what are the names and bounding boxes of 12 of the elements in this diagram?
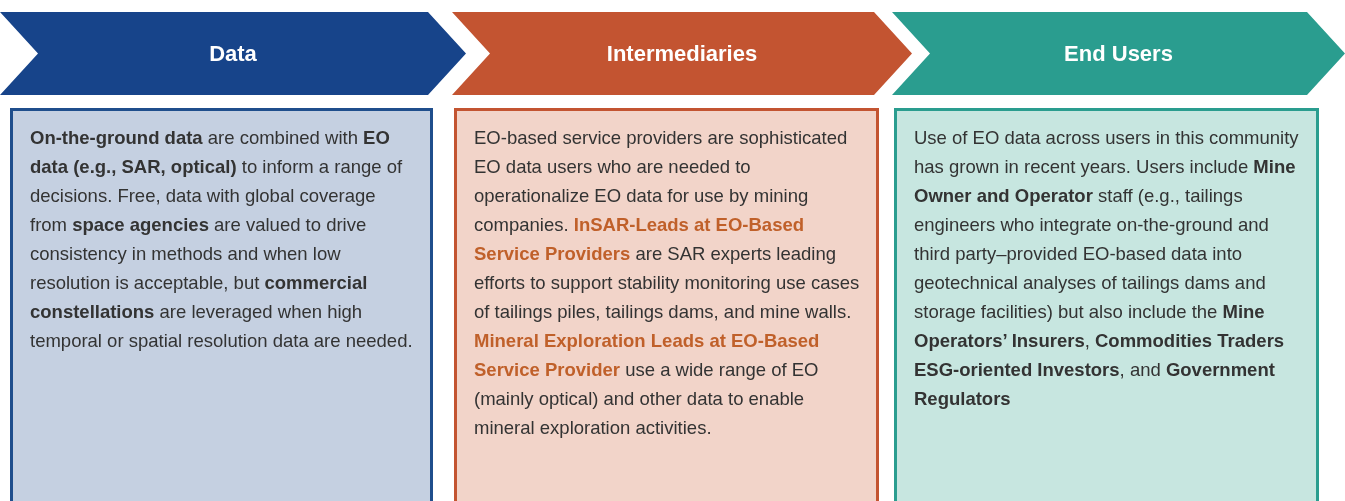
- banner-title: Data: [209, 40, 257, 67]
- text-panel: [10, 108, 433, 501]
- chevron-banner: [452, 12, 912, 95]
- description-text: Use of EO data across users in this community has grown in recent years. Users include Mine Owner and Operator staff (e.g., tailings engineers who integrate on-the-ground and third party–provided EO-based data into geotechnical analyses of tailings dams and storage facilities) but also include the Mine Operators’ Insurers, Commodities Traders ESG-oriented Investors, and Government Regulators: [914, 126, 1300, 411]
- chevron-banner: [0, 12, 466, 95]
- text-panel: [454, 108, 879, 501]
- banner-title: Intermediaries: [606, 40, 758, 67]
- description-text: On-the-ground data are combined with EO data (e.g., SAR, optical) to inform a range of decisions. Free, data with global coverage from space agencies are valued to drive consistency in methods and when low resolution is acceptable, but commercial constellations are leveraged when high temporal or spatial resolution data are needed.: [30, 126, 414, 353]
- chevron-banner: [892, 12, 1345, 95]
- description-text: EO-based service providers are sophisticated EO data users who are needed to operationalize EO data for use by mining companies. InSAR-Leads at EO-Based Service Providers are SAR experts leading efforts to support stability monitoring use cases of tailings piles, tailings dams, and mine walls. Mineral Exploration Leads at EO-Based Service Provider use a wide range of EO (mainly optical) and other data to enable mineral exploration activities.: [474, 126, 860, 440]
- banner-title: End Users: [1064, 40, 1173, 67]
- text-panel: [894, 108, 1319, 501]
